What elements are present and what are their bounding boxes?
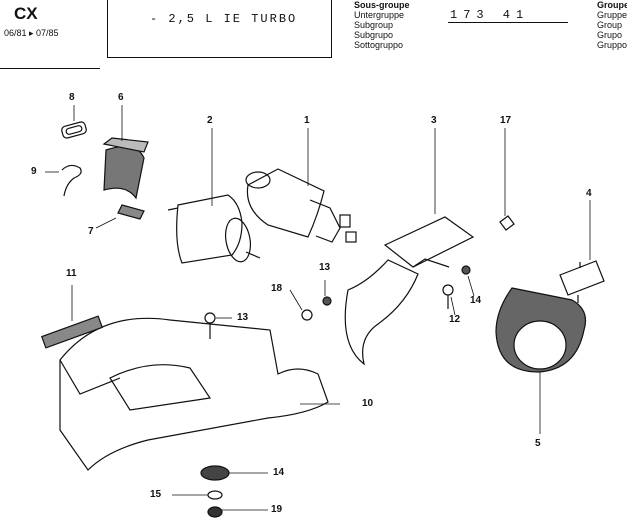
variant-box [107,0,332,58]
subgroup-label-es: Subgrupo [354,30,394,40]
variant-label: - 2,5 L IE TURBO [150,12,298,26]
callout-13: 13 [237,312,249,323]
callout-9: 9 [31,166,37,177]
subgroup-label-fr: Sous-groupe [354,0,410,10]
callout-16: 15 [150,489,162,500]
washer-16 [207,490,223,500]
callout-11: 11 [66,268,77,279]
part-8-seal [61,121,87,139]
part-6-sleeve [102,137,149,200]
callout-4: 4 [586,188,592,199]
group-label-en: Group [597,20,623,30]
screw-13 [204,312,216,339]
part-2-fuel-filter [167,194,261,264]
washer-14a [322,296,332,306]
part-3-bracket [344,216,475,366]
subgroup-label-it: Sottogruppo [354,40,404,50]
callout-5: 5 [535,438,541,449]
group-label-de: Gruppe [597,10,627,20]
screw-12 [442,284,454,309]
callout-3: 3 [431,115,437,126]
subgroup-number: 173 41 [450,8,530,22]
washer-14b [461,265,471,275]
subgroup-label-de: Untergruppe [354,10,405,20]
leader-lines [45,105,591,511]
washer-15 [200,465,230,481]
part-7-pad [117,204,145,220]
callout-7: 7 [88,226,94,237]
nut-17 [499,215,515,231]
callout-1: 1 [304,115,310,126]
model-name: CX [14,4,38,23]
callout-18: 18 [271,283,283,294]
callout-10: 10 [362,398,374,409]
callout-15: 14 [273,467,285,478]
part-9-clip [61,164,82,197]
part-10-heat-shield [59,317,329,471]
part-4-support [559,260,605,303]
group-labels: Groupe Gruppe Group Grupo Gruppo [597,0,627,50]
nut-19 [207,506,223,518]
callout-6: 6 [118,92,124,103]
callout-12: 12 [449,314,461,325]
page-header: CX 06/81 ▸ 07/85 - 2,5 L IE TURBO Sous-g… [0,0,627,70]
callout-14b: 14 [470,295,482,306]
group-label-fr: Groupe [597,0,627,10]
header-rule [0,68,100,69]
production-period: 06/81 ▸ 07/85 [4,28,59,38]
callout-17: 17 [500,115,512,126]
callout-14a: 13 [319,262,331,273]
group-label-it: Gruppo [597,40,627,50]
callout-19: 19 [271,504,283,515]
washer-18 [301,309,313,321]
part-1-fuel-pump [245,168,357,243]
subgroup-label-en: Subgroup [354,20,394,30]
callout-8: 8 [69,92,75,103]
subgroup-underline [448,22,568,23]
part-5-clamp [495,287,587,373]
group-label-es: Grupo [597,30,623,40]
part-11-strip [40,315,104,349]
callout-2: 2 [207,115,213,126]
subgroup-labels: Sous-groupe Untergruppe Subgroup Subgrup… [354,0,410,50]
